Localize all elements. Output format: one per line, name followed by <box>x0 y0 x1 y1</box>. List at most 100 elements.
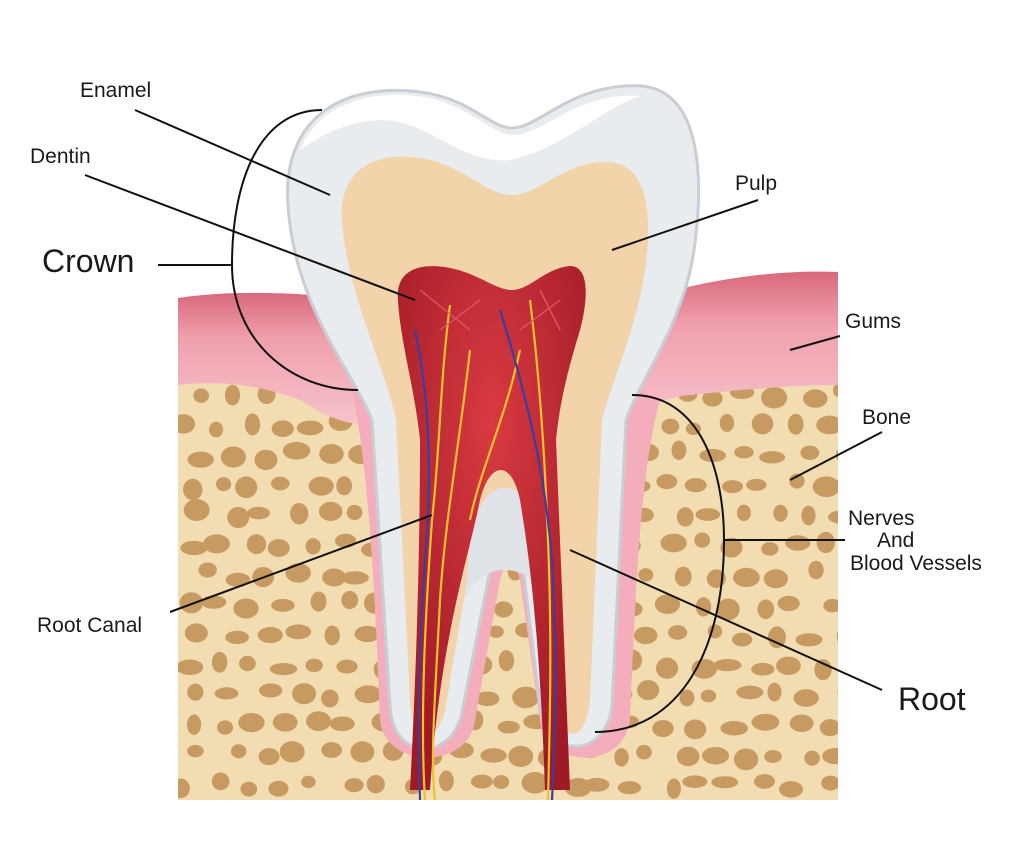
bone-pore <box>676 507 694 527</box>
bone-pore <box>700 689 717 703</box>
bone-pore <box>211 651 228 673</box>
bone-pore <box>732 632 753 647</box>
label-root-canal: Root Canal <box>37 614 142 637</box>
bone-pore <box>178 659 204 675</box>
bone-pore <box>753 774 775 789</box>
label-nerves: Nerves <box>848 507 915 530</box>
bone-pore <box>186 714 202 735</box>
bone-pore <box>220 446 246 468</box>
bone-pore <box>183 499 210 522</box>
bone-pore <box>821 775 838 791</box>
crown-bracket <box>230 109 359 391</box>
bone-pore <box>268 780 289 797</box>
bone-pore <box>203 534 230 554</box>
bone-pore <box>751 662 775 676</box>
root-leader <box>569 549 883 691</box>
bone-pore <box>438 770 454 792</box>
bone-pore <box>512 686 540 709</box>
bone-pore <box>674 566 692 587</box>
bone-pore <box>350 741 375 763</box>
bone-pore <box>713 659 742 672</box>
bone-pore <box>366 774 385 794</box>
bone-pore <box>733 567 760 588</box>
bone-pore <box>716 598 740 621</box>
bone-pore <box>777 595 800 612</box>
bone-pore <box>583 777 610 792</box>
bone-pore <box>178 414 196 434</box>
bone-pore <box>269 663 298 676</box>
bone-pore <box>654 594 681 614</box>
bone-pore <box>217 720 234 735</box>
bone-pore <box>346 504 363 521</box>
bone-pore <box>322 568 346 587</box>
bone-pore <box>521 771 549 794</box>
bone-pore <box>699 449 727 463</box>
bone-pore <box>656 474 678 490</box>
bone-pore <box>319 444 344 464</box>
bone-pore <box>306 711 331 731</box>
bone-pore <box>497 720 520 734</box>
bone-pore <box>787 413 804 435</box>
bone-pore <box>233 598 259 619</box>
bone-pore <box>296 420 324 436</box>
bone-pore <box>652 719 674 738</box>
bone-pore <box>493 775 510 789</box>
bone-pore <box>254 449 278 471</box>
bone-pore <box>470 774 493 789</box>
bone-pore <box>759 451 786 464</box>
bone-pore <box>816 531 835 554</box>
bone-pore <box>636 744 652 760</box>
bone-pore <box>508 745 534 767</box>
bone-pore <box>225 630 249 645</box>
bone-pore <box>804 750 820 766</box>
root-bracket <box>594 394 726 733</box>
bone-pore <box>214 687 239 700</box>
bone-pore <box>761 386 788 409</box>
bone-pore <box>695 508 721 521</box>
bone-pore <box>209 421 224 438</box>
bone-pore <box>676 746 700 767</box>
bone-pore <box>187 744 204 758</box>
bone-pore <box>301 775 316 789</box>
bone-pore <box>498 650 515 672</box>
bone-pore <box>684 478 707 493</box>
bone-pore <box>733 748 759 771</box>
bone-pore <box>258 748 280 766</box>
bone-pore <box>736 685 764 700</box>
bone-pore <box>321 689 339 708</box>
bone-pore <box>614 748 629 767</box>
label-gums: Gums <box>845 310 901 333</box>
bone-pore <box>321 742 343 758</box>
root-canal-leader <box>169 514 433 613</box>
bone-pore <box>751 413 774 435</box>
bone-pore <box>761 542 779 556</box>
bone-pore <box>832 383 838 398</box>
label-enamel: Enamel <box>80 79 151 102</box>
bone-pore <box>773 504 788 522</box>
bone-pore <box>779 781 803 798</box>
bone-pore <box>285 624 312 640</box>
bone-pore <box>795 633 823 647</box>
bone-pore <box>336 476 353 496</box>
bone-pore <box>336 659 358 674</box>
bone-pore <box>244 413 261 436</box>
bone-pore <box>184 623 208 643</box>
bone-pore <box>633 626 658 645</box>
bone-pore <box>660 533 687 553</box>
bone-pore <box>308 476 334 496</box>
bone-pore <box>285 563 311 583</box>
enamel-leader <box>134 109 331 196</box>
bone-pore <box>225 572 251 587</box>
bone-pore <box>271 598 295 612</box>
bone-pore <box>702 747 729 765</box>
pulp-leader <box>611 199 759 251</box>
bone-pore <box>193 388 210 403</box>
bone-pore <box>180 540 208 556</box>
bone-pore <box>310 591 327 612</box>
bone-pore <box>763 569 788 589</box>
bone-pore <box>661 418 680 435</box>
bone-pore <box>702 390 723 407</box>
bone-pore <box>814 659 832 681</box>
bone-pore <box>270 476 290 491</box>
